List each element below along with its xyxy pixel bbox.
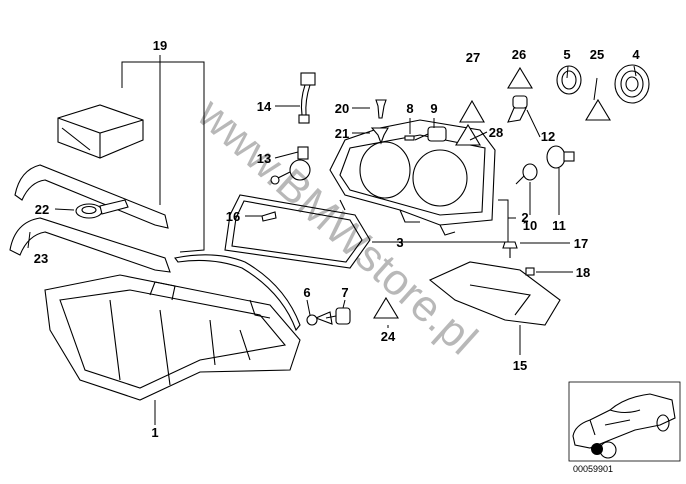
spring[interactable]: [404, 135, 415, 141]
clip-18[interactable]: [525, 267, 535, 276]
label-14[interactable]: 14: [257, 99, 272, 114]
label-4[interactable]: 4: [632, 47, 640, 62]
label-3[interactable]: 3: [396, 235, 403, 250]
bulb-w5w[interactable]: [515, 163, 538, 185]
label-1[interactable]: 1: [151, 425, 158, 440]
label-12[interactable]: 12: [541, 129, 555, 144]
label-28[interactable]: 28: [489, 125, 503, 140]
repair-kit-box[interactable]: [57, 104, 144, 159]
screw-17[interactable]: [502, 241, 518, 258]
housing-gasket[interactable]: [224, 194, 371, 269]
label-16[interactable]: 16: [226, 209, 240, 224]
label-22[interactable]: 22: [35, 202, 49, 217]
label-27[interactable]: 27: [466, 50, 480, 65]
warning-label-27[interactable]: [459, 99, 485, 123]
label-2[interactable]: 2: [521, 210, 528, 225]
bulb-holder-h7[interactable]: [270, 146, 311, 185]
label-17[interactable]: 17: [574, 236, 588, 251]
warning-label-24[interactable]: [373, 296, 399, 319]
label-7[interactable]: 7: [341, 285, 348, 300]
warning-label-26[interactable]: [507, 66, 533, 89]
gasket-strip[interactable]: [174, 254, 301, 332]
trim-strip-lower[interactable]: [9, 217, 171, 273]
label-10[interactable]: 10: [523, 218, 537, 233]
label-5[interactable]: 5: [563, 47, 570, 62]
bulb-socket[interactable]: [414, 126, 447, 142]
headlight-lens[interactable]: [44, 274, 301, 401]
label-20[interactable]: 20: [335, 101, 349, 116]
socket-elbow[interactable]: [507, 95, 528, 123]
label-8[interactable]: 8: [406, 101, 413, 116]
warning-label-28[interactable]: [455, 123, 481, 146]
label-11[interactable]: 11: [552, 218, 566, 233]
cap-large[interactable]: [614, 64, 650, 104]
clip[interactable]: [370, 127, 389, 145]
label-24[interactable]: 24: [381, 329, 396, 344]
label-19[interactable]: 19: [153, 38, 167, 53]
label-23[interactable]: 23: [34, 251, 48, 266]
vehicle-locator-inset: [568, 381, 681, 462]
screw[interactable]: [261, 211, 277, 222]
label-15[interactable]: 15: [513, 358, 527, 373]
wiring-harness[interactable]: [298, 72, 316, 124]
label-18[interactable]: 18: [576, 265, 590, 280]
label-25[interactable]: 25: [590, 47, 604, 62]
warning-label-25[interactable]: [585, 98, 611, 121]
label-6[interactable]: 6: [303, 285, 310, 300]
label-21[interactable]: 21: [335, 126, 349, 141]
label-26[interactable]: 26: [512, 47, 526, 62]
bulb-h1[interactable]: [306, 311, 333, 326]
adjusting-ring[interactable]: [75, 199, 129, 219]
label-9[interactable]: 9: [430, 101, 437, 116]
location-marker: [591, 443, 603, 455]
diagram-code: 00059901: [573, 464, 613, 474]
label-13[interactable]: 13: [257, 151, 271, 166]
bulb-holder[interactable]: [546, 145, 575, 169]
bolt[interactable]: [375, 99, 387, 119]
cover-plate[interactable]: [428, 261, 561, 326]
cap-small[interactable]: [556, 65, 582, 95]
trim-strip-upper[interactable]: [14, 164, 169, 229]
headlight-housing[interactable]: [329, 119, 496, 236]
